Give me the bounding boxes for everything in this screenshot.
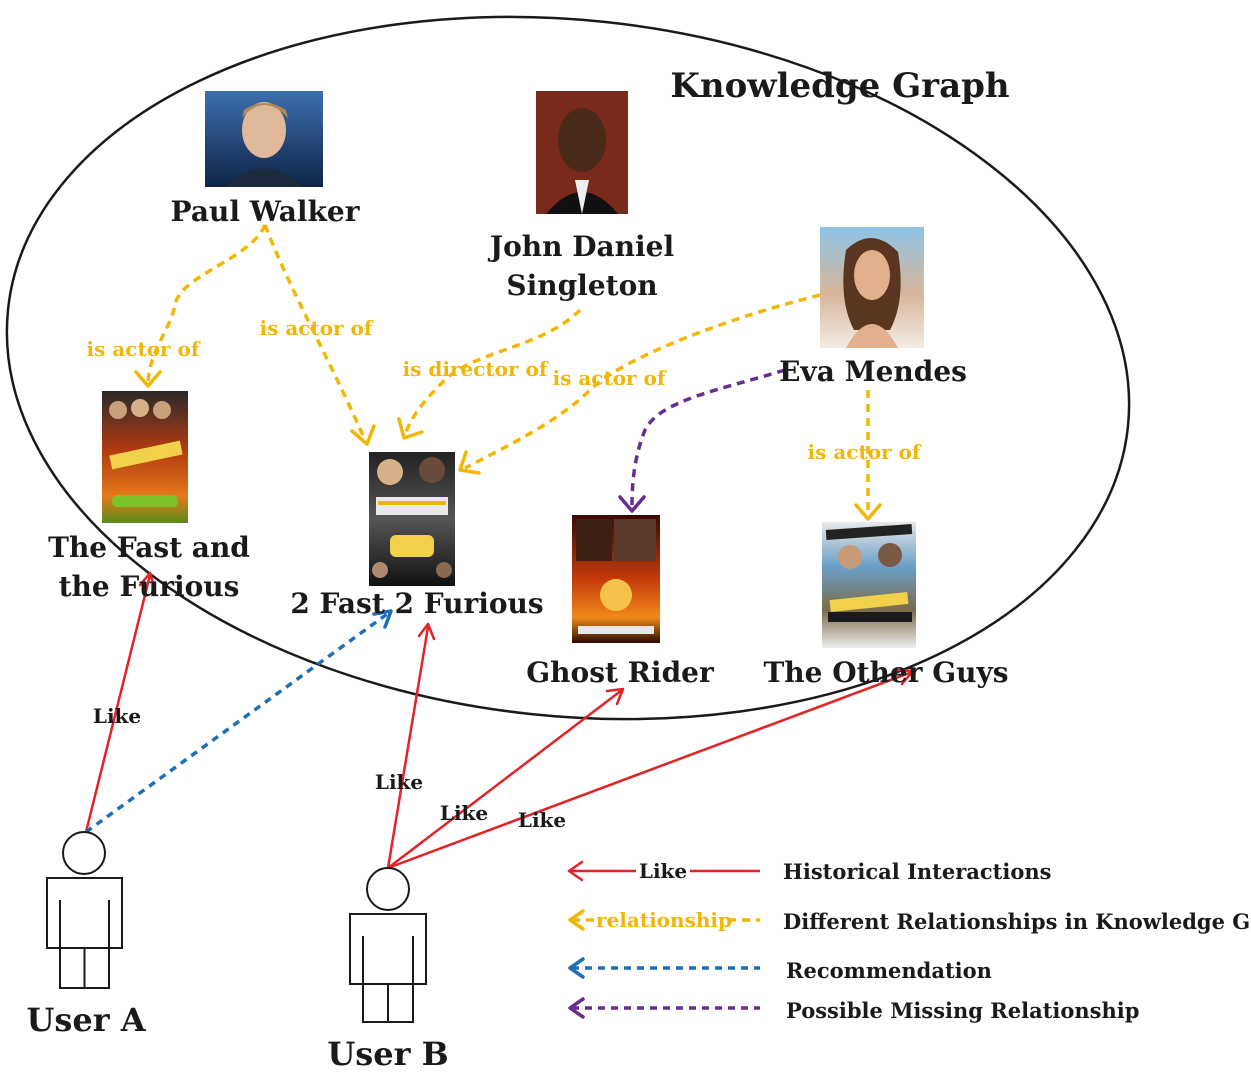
- john-singleton-label-line2: Singleton: [506, 269, 657, 302]
- legend-recommendation-line: [568, 957, 760, 979]
- user-b-label: User B: [327, 1035, 448, 1073]
- eva-mendes-photo: [820, 227, 924, 348]
- two-fast-label: 2 Fast 2 Furious: [290, 587, 543, 620]
- edge-label-like-b-ghost: Like: [440, 801, 488, 825]
- legend-relationship-desc: Different Relationships in Knowledge Gra…: [783, 909, 1251, 934]
- legend-missing-desc: Possible Missing Relationship: [786, 998, 1139, 1023]
- edge-like-b-other: [387, 670, 913, 870]
- user-a-label: User A: [26, 1001, 146, 1039]
- edge-recommend-a-2fast: [84, 610, 392, 834]
- edge-eva-ghost-missing: [630, 368, 786, 506]
- john-singleton-label-line1: John Daniel: [487, 230, 674, 263]
- edge-john-2fast: [403, 308, 582, 436]
- edge-like-b-ghost: [387, 689, 623, 869]
- arrowhead-recommend: [372, 609, 393, 629]
- edge-label-pw-2fast: is actor of: [260, 316, 374, 340]
- legend-recommendation-desc: Recommendation: [786, 958, 992, 983]
- arrowhead-like-2fast: [417, 622, 436, 641]
- arrowhead-fast: [134, 370, 162, 388]
- edge-like-a-fast: [84, 574, 152, 833]
- legend-like-line: Like: [567, 859, 760, 883]
- edge-eva-2fast: [464, 293, 821, 470]
- ghost-rider-poster: [572, 515, 660, 643]
- knowledge-graph-boundary: [5, 15, 1131, 721]
- two-fast-two-furious-poster: [369, 452, 455, 586]
- ghost-rider-label: Ghost Rider: [526, 656, 715, 689]
- edge-label-pw-fast: is actor of: [87, 337, 201, 361]
- edge-like-b-2fast: [386, 626, 430, 869]
- paul-walker-photo: [205, 91, 323, 187]
- arrowhead-like-ghost: [605, 687, 625, 706]
- legend-relationship-line: relationship: [568, 908, 760, 932]
- other-guys-label: The Other Guys: [763, 656, 1008, 689]
- arrowhead-ghost-missing: [618, 495, 646, 513]
- arrowhead-2fast-john: [397, 417, 424, 440]
- arrowhead-like-fast: [138, 571, 157, 591]
- edge-label-eva-other: is actor of: [808, 440, 922, 464]
- other-guys-poster: [822, 522, 916, 648]
- edge-label-like-b-2fast: Like: [375, 770, 423, 794]
- fast-furious-label-line2: the Furious: [59, 570, 240, 603]
- edge-label-eva-2fast: is actor of: [553, 366, 667, 390]
- user-b-figure: [349, 867, 427, 1023]
- legend-missing-line: [568, 997, 760, 1019]
- arrowhead-2fast-pw: [350, 424, 376, 446]
- eva-mendes-label: Eva Mendes: [779, 355, 967, 388]
- edge-label-like-a-fast: Like: [93, 704, 141, 728]
- arrowhead-other: [854, 503, 882, 521]
- relationship-edges: [146, 224, 870, 515]
- edge-label-like-b-other: Like: [518, 808, 566, 832]
- knowledge-graph-title: Knowledge Graph: [670, 66, 1009, 106]
- arrowhead-like-other: [894, 668, 915, 686]
- paul-walker-label: Paul Walker: [171, 195, 361, 228]
- fast-and-furious-poster: [102, 391, 188, 523]
- john-singleton-photo: [536, 91, 628, 214]
- legend-like-line-label: Like: [639, 859, 687, 883]
- legend-like-desc: Historical Interactions: [783, 859, 1051, 884]
- edge-pw-fast: [146, 224, 267, 383]
- like-edges: [84, 574, 913, 870]
- arrowhead-2fast-eva: [458, 450, 481, 475]
- like-arrowheads: [138, 571, 915, 706]
- user-a-figure: [46, 831, 123, 989]
- edge-label-john-2fast: is director of: [403, 357, 549, 381]
- relationship-arrowheads: [134, 370, 882, 521]
- legend: Like Historical Interactions relationshi…: [567, 859, 1251, 1023]
- fast-furious-label-line1: The Fast and: [48, 531, 250, 564]
- legend-relationship-line-label: relationship: [596, 908, 732, 932]
